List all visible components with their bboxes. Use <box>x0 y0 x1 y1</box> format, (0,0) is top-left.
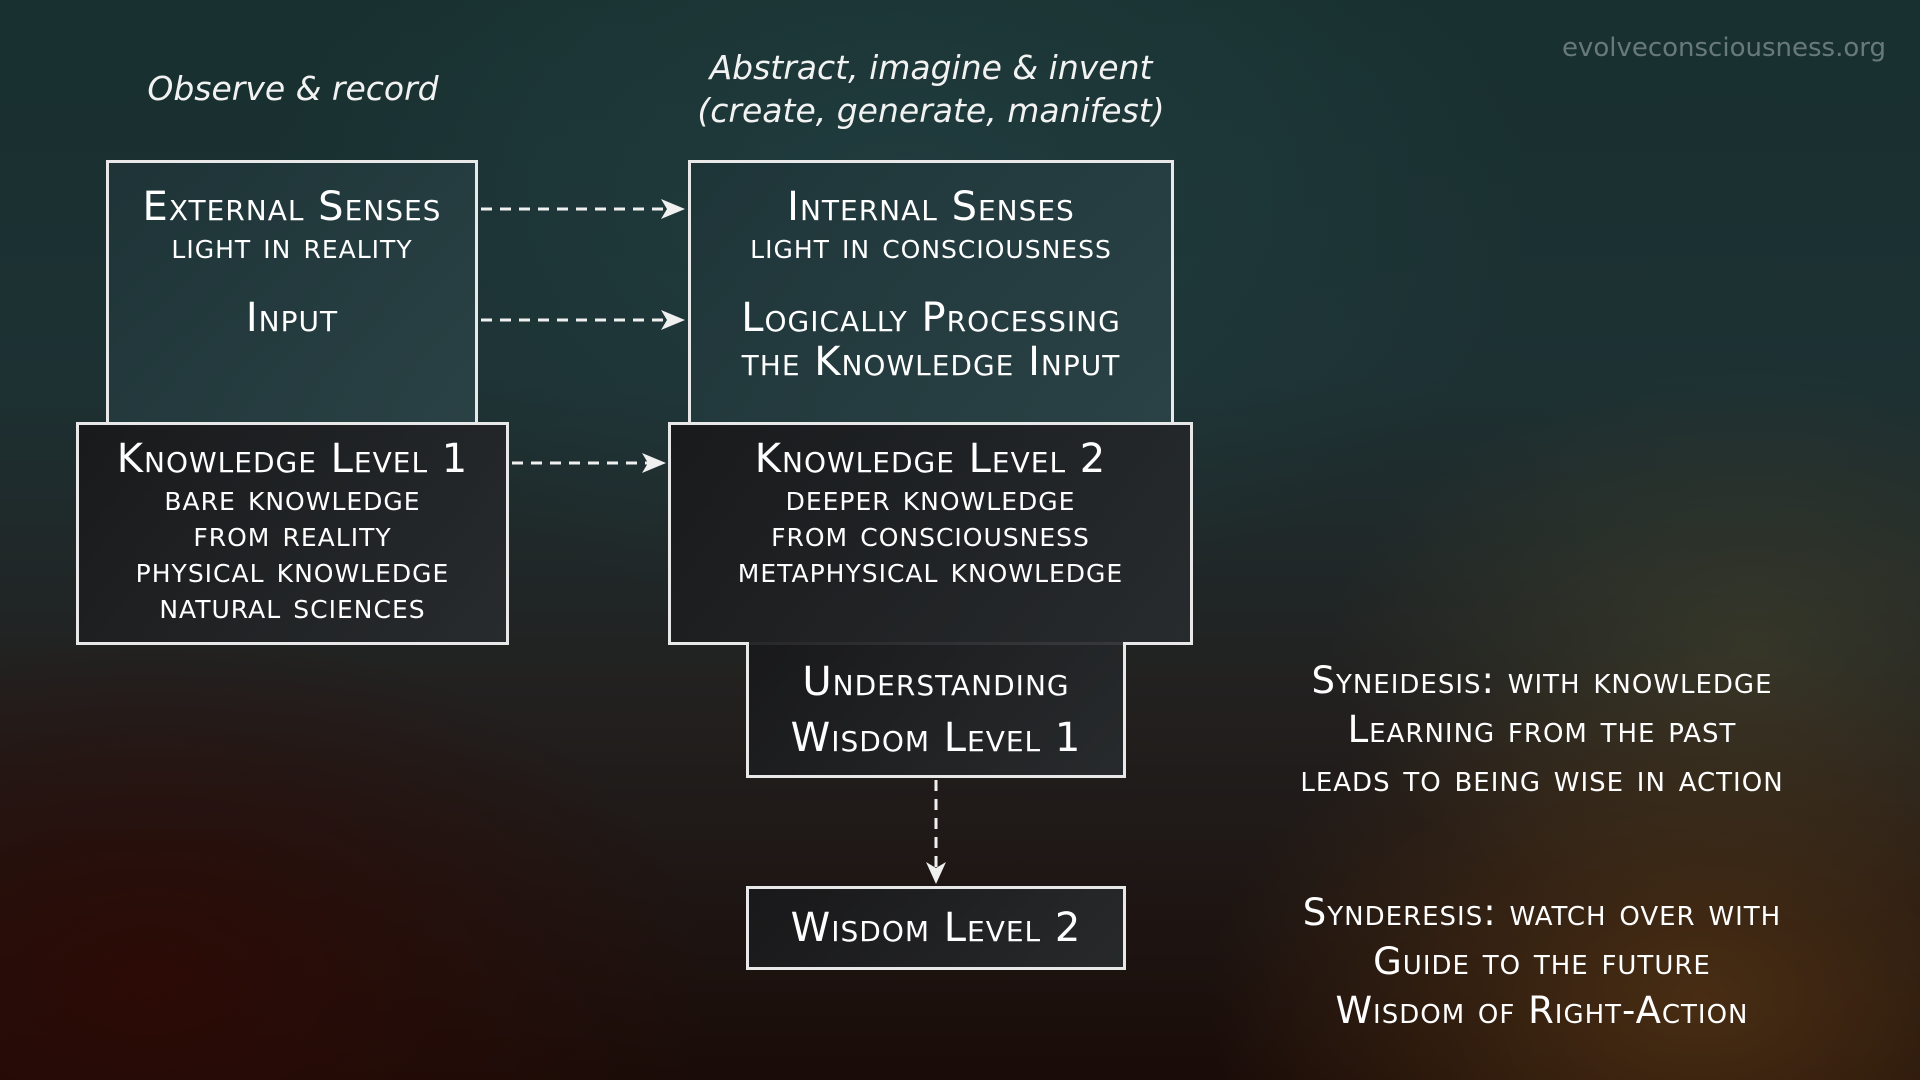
input-label: Input <box>245 295 339 341</box>
caption-abstract-line2: (create, generate, manifest) <box>697 91 1165 130</box>
wisdom-level-1-label: Wisdom Level 1 <box>790 715 1082 761</box>
knowledge-level-1-title: Knowledge Level 1 <box>116 436 469 482</box>
understanding-label: Understanding <box>802 659 1070 705</box>
knowledge-level-1-box: Knowledge Level 1 bare knowledge from re… <box>76 422 509 645</box>
arrowhead-icon <box>926 862 946 884</box>
external-senses-subtitle: light in reality <box>171 227 413 267</box>
knowledge-level-2-title: Knowledge Level 2 <box>754 436 1107 482</box>
synderesis-line: Wisdom of Right-Action <box>1335 989 1749 1032</box>
knowledge-level-2-box: Knowledge Level 2 deeper knowledge from … <box>668 422 1193 645</box>
synderesis-line: Synderesis: watch over with <box>1302 891 1782 934</box>
knowledge-level-1-line: bare knowledge <box>164 479 421 519</box>
caption-observe-record: Observe & record <box>147 69 439 108</box>
knowledge-level-1-line: physical knowledge <box>135 551 450 591</box>
logically-processing-line1: Logically Processing <box>741 295 1121 341</box>
caption-abstract-line1: Abstract, imagine & invent <box>709 48 1153 87</box>
external-senses-box: External Senses light in reality Input <box>106 160 478 425</box>
arrowhead-icon <box>661 199 685 219</box>
internal-senses-title: Internal Senses <box>787 184 1075 230</box>
synderesis-line: Guide to the future <box>1373 940 1711 983</box>
syneidesis-line: Learning from the past <box>1347 708 1737 751</box>
arrowhead-icon <box>642 453 666 473</box>
syneidesis-line: Syneidesis: with knowledge <box>1311 659 1773 702</box>
understanding-box: Understanding Wisdom Level 1 <box>746 642 1126 778</box>
syneidesis-note: Syneidesis: with knowledge Learning from… <box>1242 656 1842 803</box>
wisdom-level-2-title: Wisdom Level 2 <box>790 905 1082 951</box>
knowledge-level-2-line: deeper knowledge <box>785 479 1076 519</box>
knowledge-level-1-line: from reality <box>193 515 392 555</box>
knowledge-level-2-line: from consciousness <box>771 515 1090 555</box>
wisdom-level-2-box: Wisdom Level 2 <box>746 886 1126 970</box>
logically-processing-line2: the Knowledge Input <box>741 339 1121 385</box>
internal-senses-subtitle: light in consciousness <box>750 227 1112 267</box>
syneidesis-line: leads to being wise in action <box>1300 757 1784 800</box>
caption-abstract-imagine: Abstract, imagine & invent (create, gene… <box>681 46 1181 132</box>
synderesis-note: Synderesis: watch over with Guide to the… <box>1242 888 1842 1035</box>
watermark: evolveconsciousness.org <box>1561 33 1886 63</box>
internal-senses-box: Internal Senses light in consciousness L… <box>688 160 1174 425</box>
knowledge-level-2-line: metaphysical knowledge <box>737 551 1124 591</box>
arrowhead-icon <box>661 310 685 330</box>
external-senses-title: External Senses <box>142 184 442 230</box>
knowledge-level-1-line: natural sciences <box>159 587 426 627</box>
